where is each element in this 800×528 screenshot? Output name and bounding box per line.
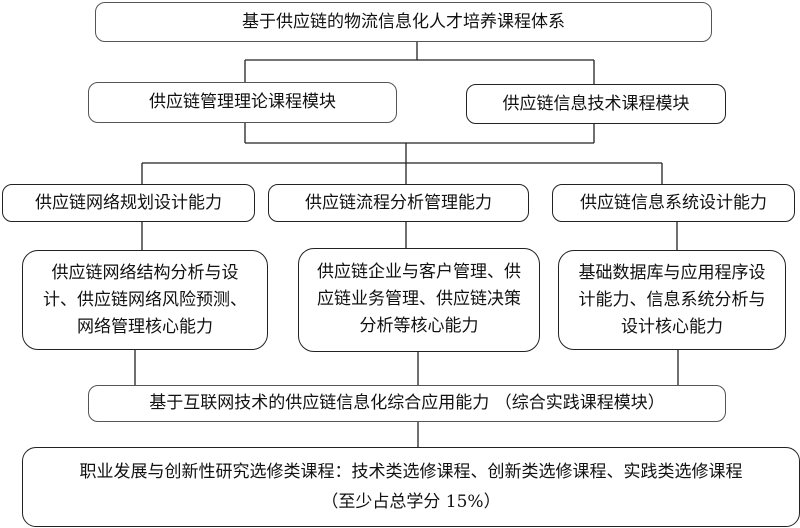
core-ability-label: 基础数据库与应用程序设计能力、信息系统分析与设计核心能力 [578, 262, 766, 337]
module-label: 供应链管理理论课程模块 [149, 92, 336, 112]
ability-network-planning: 供应链网络规划设计能力 [2, 184, 255, 222]
integrated-practice-module: 基于互联网技术的供应链信息化综合应用能力 （综合实践课程模块） [88, 385, 726, 422]
core-ability-network: 供应链网络结构分析与设计、供应链网络风险预测、网络管理核心能力 [22, 250, 268, 350]
root-node: 基于供应链的物流信息化人才培养课程体系 [95, 2, 712, 42]
module-label: 供应链信息技术课程模块 [502, 93, 690, 114]
ability-label: 供应链网络规划设计能力 [35, 192, 222, 213]
integrated-label: 基于互联网技术的供应链信息化综合应用能力 （综合实践课程模块） [149, 393, 665, 413]
root-label: 基于供应链的物流信息化人才培养课程体系 [242, 11, 565, 32]
core-ability-label: 供应链网络结构分析与设计、供应链网络风险预测、网络管理核心能力 [43, 262, 247, 337]
ability-process-analysis: 供应链流程分析管理能力 [268, 184, 529, 222]
ability-label: 供应链信息系统设计能力 [580, 192, 767, 213]
elective-credit-note: （至少占总学分 15%） [321, 492, 501, 512]
ability-label: 供应链流程分析管理能力 [305, 192, 492, 213]
core-ability-process: 供应链企业与客户管理、供应链业务管理、供应链决策分析等核心能力 [298, 248, 540, 352]
module-information-tech: 供应链信息技术课程模块 [466, 84, 726, 124]
core-ability-info-system: 基础数据库与应用程序设计能力、信息系统分析与设计核心能力 [558, 250, 786, 350]
core-ability-label: 供应链企业与客户管理、供应链业务管理、供应链决策分析等核心能力 [317, 262, 521, 336]
elective-label: 职业发展与创新性研究选修类课程：技术类选修课程、创新类选修课程、实践类选修课程 [79, 462, 743, 482]
module-management-theory: 供应链管理理论课程模块 [88, 82, 397, 123]
ability-info-system-design: 供应链信息系统设计能力 [552, 184, 795, 222]
elective-courses: 职业发展与创新性研究选修类课程：技术类选修课程、创新类选修课程、实践类选修课程 … [22, 447, 800, 527]
